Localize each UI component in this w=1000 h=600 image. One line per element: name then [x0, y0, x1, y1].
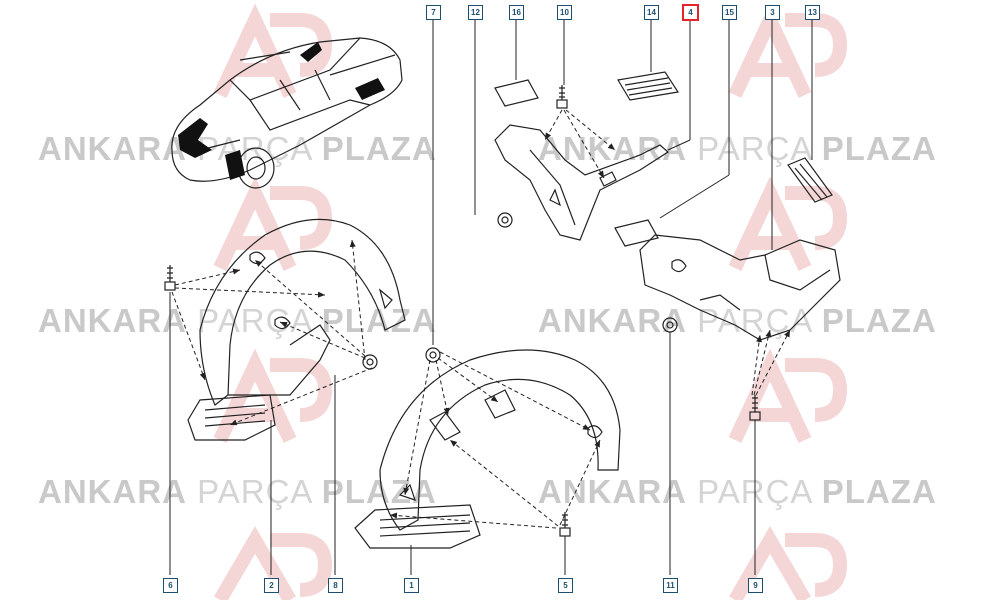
front-wheel-arch-liner	[187, 218, 406, 441]
callout-9[interactable]: 9	[748, 578, 763, 593]
grille-13	[787, 157, 833, 203]
fastener-10	[556, 85, 568, 109]
watermark-row-3-left: ANKARA PARÇA PLAZA	[38, 473, 437, 511]
callout-11[interactable]: 11	[663, 578, 678, 593]
watermark-brand: ANKARA	[38, 302, 187, 339]
callout-10[interactable]: 10	[557, 5, 572, 20]
callout-16[interactable]: 16	[509, 5, 524, 20]
watermark-brand: ANKARA	[38, 130, 187, 167]
watermark-brand-middle: PARÇA	[697, 130, 812, 167]
watermark-brand-middle: PARÇA	[697, 473, 812, 510]
watermark-logo	[213, 3, 848, 600]
callout-1[interactable]: 1	[404, 578, 419, 593]
callout-12[interactable]: 12	[468, 5, 483, 20]
callout-8[interactable]: 8	[328, 578, 343, 593]
watermark-brand-middle: PARÇA	[697, 302, 812, 339]
watermark-row-2-left: ANKARA PARÇA PLAZA	[38, 302, 437, 340]
watermark-brand: ANKARA	[38, 473, 187, 510]
fastener-5	[559, 512, 571, 537]
callout-5[interactable]: 5	[558, 578, 573, 593]
callout-4-highlighted[interactable]: 4	[682, 4, 699, 21]
watermark-row-3-right: ANKARA PARÇA PLAZA	[538, 473, 937, 511]
callout-2[interactable]: 2	[264, 578, 279, 593]
watermark-brand-end: PLAZA	[821, 130, 937, 167]
watermark-brand: ANKARA	[538, 473, 687, 510]
callout-15[interactable]: 15	[722, 5, 737, 20]
leader-lines	[169, 20, 813, 575]
side-liner-3	[639, 234, 841, 341]
car-overview	[171, 37, 403, 189]
watermark-brand-end: PLAZA	[321, 130, 437, 167]
pad-15	[614, 219, 659, 247]
watermark-brand-end: PLAZA	[321, 473, 437, 510]
watermark-row-2-right: ANKARA PARÇA PLAZA	[538, 302, 937, 340]
pad-16	[494, 79, 539, 107]
callout-14[interactable]: 14	[644, 5, 659, 20]
callout-7[interactable]: 7	[426, 5, 441, 20]
fastener-11	[662, 317, 678, 333]
watermark-brand-middle: PARÇA	[197, 302, 312, 339]
rear-wheel-arch-liner	[354, 349, 621, 549]
callout-6[interactable]: 6	[163, 578, 178, 593]
watermark-brand-end: PLAZA	[821, 302, 937, 339]
watermark-row-1-right: ANKARA PARÇA PLAZA	[538, 130, 937, 168]
watermark-brand: ANKARA	[538, 302, 687, 339]
fastener-6	[164, 265, 176, 291]
callout-13[interactable]: 13	[805, 5, 820, 20]
rear-liner-section	[494, 124, 669, 241]
fastener-7	[425, 347, 441, 363]
dashed-arrows	[171, 109, 791, 529]
watermark-brand-end: PLAZA	[821, 473, 937, 510]
car-liner-marks	[178, 42, 385, 180]
watermark-brand-end: PLAZA	[321, 302, 437, 339]
callout-3[interactable]: 3	[765, 5, 780, 20]
fastener-12	[497, 212, 513, 228]
watermark-brand-middle: PARÇA	[197, 473, 312, 510]
grille-14	[617, 71, 680, 101]
